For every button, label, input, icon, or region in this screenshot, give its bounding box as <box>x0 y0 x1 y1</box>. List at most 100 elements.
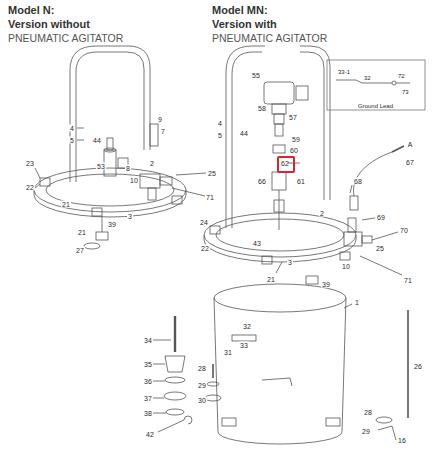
ground-lead-detail <box>327 60 425 110</box>
drawing-stroke <box>274 200 284 212</box>
callout-number: 30 <box>197 397 207 404</box>
pressure-pot <box>214 284 352 444</box>
drawing-stroke <box>160 177 172 185</box>
model-heading: Version with <box>212 19 277 30</box>
callout-number: 72 <box>398 73 405 79</box>
drawing-stroke <box>172 188 205 196</box>
drawing-stroke <box>348 218 356 232</box>
drawing-stroke <box>153 398 164 399</box>
drawing-stroke <box>207 382 219 386</box>
drawing-stroke <box>340 252 350 260</box>
callout-number: 67 <box>405 159 415 166</box>
callout-number: 16 <box>397 437 407 444</box>
drawing-stroke <box>232 335 256 341</box>
drawing-stroke <box>376 417 392 423</box>
drawing-stroke <box>350 185 352 193</box>
callout-number: 37 <box>143 395 153 402</box>
callout-number: 2 <box>149 160 155 167</box>
callout-number: 5 <box>217 132 223 139</box>
callout-number: 29 <box>361 428 371 435</box>
drawing-stroke <box>392 81 396 85</box>
callout-number: 10 <box>129 177 139 184</box>
callout-number: 22 <box>25 184 35 191</box>
callout-number: 9 <box>157 116 163 123</box>
drawing-stroke <box>273 145 285 153</box>
drawing-stroke <box>34 168 186 212</box>
callout-number: 61 <box>296 178 306 185</box>
drawing-stroke <box>165 356 185 372</box>
callout-number: 3 <box>127 213 133 220</box>
callout-number: 71 <box>205 194 215 201</box>
drawing-stroke <box>210 226 220 234</box>
callout-number: 10 <box>341 263 351 270</box>
model-n-lid-assembly <box>34 46 206 249</box>
callout-number: 73 <box>402 89 409 95</box>
callout-number: 55 <box>251 72 261 79</box>
callout-number: 32 <box>364 75 371 81</box>
callout-number: 62 <box>281 160 289 167</box>
callout-number: 5 <box>69 137 75 144</box>
drawing-stroke <box>77 128 84 129</box>
drawing-stroke <box>204 213 356 257</box>
callout-number: 7 <box>160 128 166 135</box>
drawing-stroke <box>96 232 108 240</box>
drawing-stroke <box>204 235 356 262</box>
loose-parts <box>153 310 408 440</box>
drawing-stroke <box>92 208 102 216</box>
model-heading: Model MN: <box>212 5 268 16</box>
drawing-stroke <box>296 86 308 100</box>
drawing-stroke <box>35 168 40 178</box>
drawing-stroke <box>214 284 346 312</box>
highlight-box: 62 <box>277 156 295 173</box>
drawing-stroke <box>140 174 160 188</box>
callout-number: 70 <box>399 227 409 234</box>
drawing-stroke <box>276 262 282 273</box>
callout-number: 4 <box>217 120 223 127</box>
drawing-stroke <box>350 196 358 210</box>
drawing-stroke <box>164 392 186 400</box>
callout-number: 22 <box>200 245 210 252</box>
drawing-stroke <box>378 426 396 440</box>
callout-number: 39 <box>321 281 331 288</box>
callout-number: 57 <box>288 114 298 121</box>
callout-number: 58 <box>257 105 267 112</box>
drawing-stroke <box>262 256 272 264</box>
callout-number: 38 <box>143 410 153 417</box>
drawing-stroke <box>77 140 84 141</box>
callout-number: 2 <box>319 210 325 217</box>
callout-number: 32 <box>242 323 252 330</box>
drawing-stroke <box>222 418 236 426</box>
drawing-stroke <box>107 138 113 150</box>
drawing-stroke <box>34 190 186 217</box>
callout-number: 21 <box>61 201 71 208</box>
drawing-stroke <box>372 232 398 240</box>
drawing-stroke <box>272 104 286 114</box>
drawing-stroke <box>76 52 144 182</box>
drawing-stroke <box>102 216 103 232</box>
callout-number: 68 <box>353 178 363 185</box>
drawing-stroke <box>306 276 318 284</box>
callout-number: 60 <box>289 147 299 154</box>
drawing-stroke <box>274 114 284 124</box>
callout-number: 24 <box>199 219 209 226</box>
callout-number: 71 <box>403 277 413 284</box>
drawing-stroke <box>407 310 409 418</box>
callout-number: A <box>407 141 414 148</box>
callout-number: 27 <box>75 247 85 254</box>
callout-number: 43 <box>252 240 262 247</box>
callout-number: 53 <box>96 163 106 170</box>
drawing-stroke <box>174 316 176 352</box>
drawing-stroke <box>172 196 182 204</box>
drawing-stroke <box>275 124 283 136</box>
drawing-stroke <box>40 178 50 186</box>
drawing-stroke <box>148 188 156 200</box>
drawing-stroke <box>392 146 404 152</box>
callout-number: 3 <box>287 259 293 266</box>
drawing-stroke <box>150 124 158 146</box>
drawing-stroke <box>218 432 342 444</box>
drawing-stroke <box>35 184 40 188</box>
drawing-stroke <box>232 52 262 228</box>
drawing-stroke <box>158 416 192 432</box>
